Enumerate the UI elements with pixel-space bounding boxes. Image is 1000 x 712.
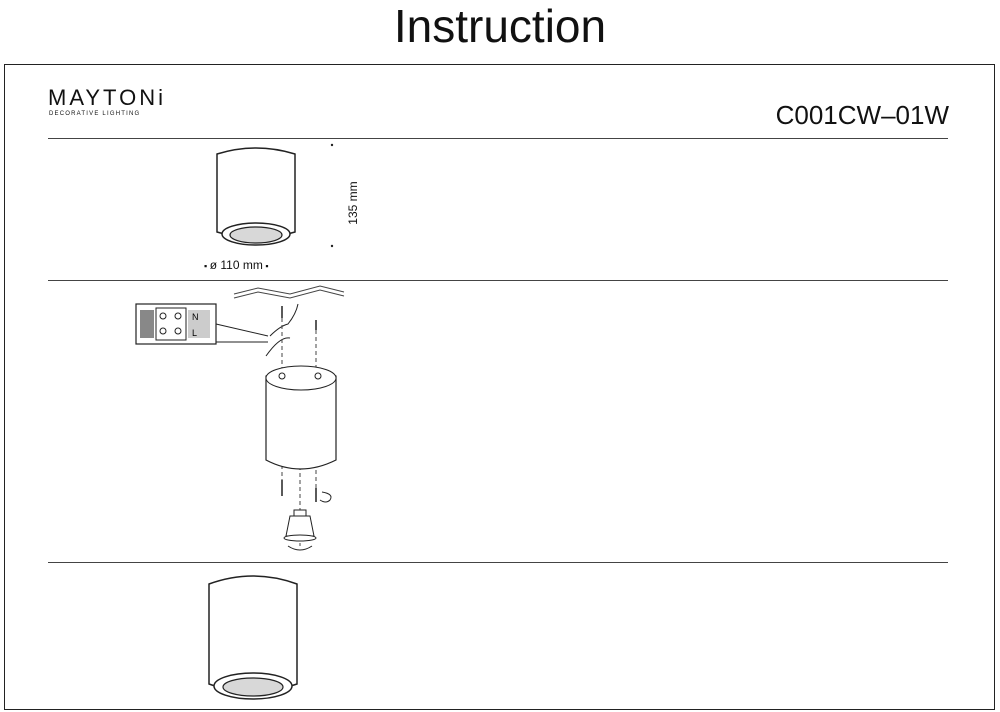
height-dimension: 135 mm bbox=[346, 181, 360, 225]
height-dim-line bbox=[330, 143, 334, 248]
terminal-label-l: L bbox=[192, 328, 197, 338]
terminal-block-icon bbox=[135, 303, 269, 345]
divider-3 bbox=[48, 562, 948, 563]
rotate-arrow-icon bbox=[319, 491, 332, 503]
page-heading: Instruction bbox=[393, 0, 607, 52]
brand-tagline: DECORATIVE LIGHTING bbox=[49, 111, 141, 117]
instruction-frame bbox=[4, 64, 995, 710]
brand-logo: MAYTONi DECORATIVE LIGHTING bbox=[48, 85, 166, 118]
brand-name: MAYTONi bbox=[48, 85, 166, 110]
gu10-bulb-icon bbox=[283, 509, 317, 542]
installed-lamp-icon bbox=[208, 575, 298, 700]
ceiling-mount-diagram: N L bbox=[135, 285, 345, 551]
terminal-label-n: N bbox=[192, 312, 199, 322]
diameter-dimension: ▪ ø 110 mm ▪ bbox=[204, 258, 269, 272]
model-code: C001CW–01W bbox=[775, 100, 949, 130]
divider-2 bbox=[48, 280, 948, 281]
cylinder-lamp-icon bbox=[216, 147, 296, 246]
divider-1 bbox=[48, 138, 948, 139]
